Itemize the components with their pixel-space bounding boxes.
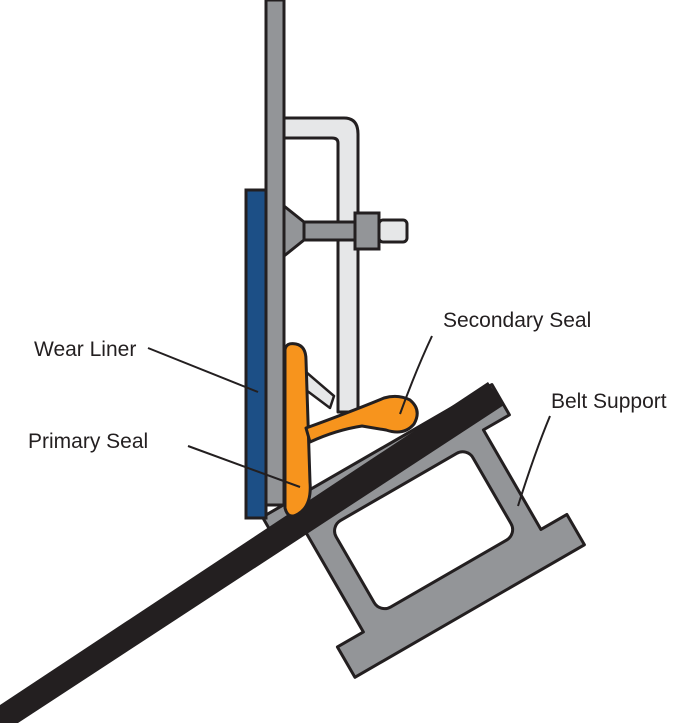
primary-seal-label: Primary Seal: [28, 430, 148, 453]
belt-support-label: Belt Support: [551, 390, 667, 413]
belt-support-leader: [517, 415, 551, 507]
bolt-end: [377, 218, 409, 244]
belt-support-window: [333, 450, 515, 611]
primary-seal: [283, 342, 312, 518]
skirtboard-plate: [264, 0, 286, 507]
bolt-flange: [282, 204, 306, 258]
wear-liner-leader: [147, 347, 259, 393]
seal-holder-bracket: [304, 370, 336, 410]
conveyor-belt: [0, 382, 504, 723]
wear-liner: [244, 188, 268, 520]
wear-liner-label: Wear Liner: [34, 338, 136, 361]
secondary-seal-leader: [399, 335, 433, 415]
secondary-seal: [304, 394, 419, 444]
secondary-seal-label: Secondary Seal: [443, 309, 591, 332]
bolt-nut: [353, 211, 381, 251]
primary-seal-leader: [187, 445, 301, 488]
clamp-bracket: [282, 116, 360, 414]
